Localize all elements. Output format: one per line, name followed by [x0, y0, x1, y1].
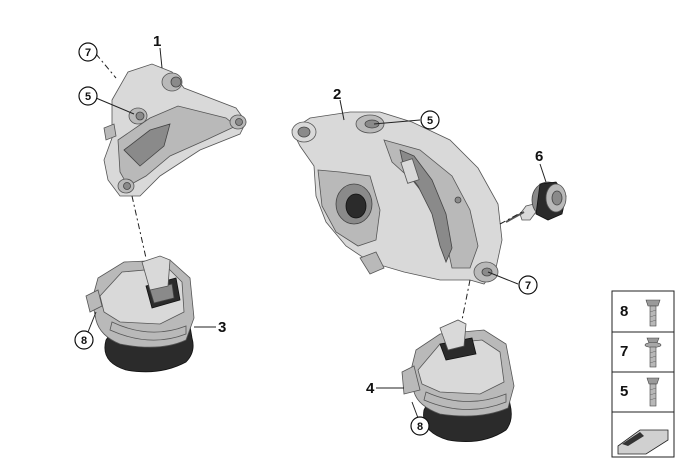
engine-mount-4[interactable] [401, 319, 515, 443]
bolt-icon [646, 377, 660, 407]
callout-7-upper-left: 7 [78, 42, 98, 62]
leader-lines [87, 47, 547, 419]
engine-support-bracket-1[interactable] [103, 63, 247, 197]
svg-text:8: 8 [81, 335, 87, 347]
legend-label-8: 8 [620, 303, 628, 320]
callout-4: 4 [366, 380, 375, 397]
legend-row-7[interactable]: 7 [620, 337, 662, 368]
svg-text:8: 8 [417, 421, 423, 433]
legend-row-8[interactable]: 8 [620, 299, 661, 327]
callout-6: 6 [535, 148, 543, 165]
callout-2: 2 [333, 86, 341, 103]
callout-5-right: 5 [420, 110, 440, 130]
flange-bolt-icon [644, 337, 662, 368]
svg-text:5: 5 [85, 91, 91, 103]
callout-1: 1 [153, 33, 161, 50]
bolt-icon [645, 299, 661, 327]
svg-text:7: 7 [525, 280, 531, 292]
svg-text:7: 7 [85, 47, 91, 59]
callout-5-upper-left: 5 [78, 86, 98, 106]
assembly-lines [95, 53, 523, 321]
callout-3: 3 [218, 319, 226, 336]
callout-8-left: 8 [74, 330, 94, 350]
legend-label-5: 5 [620, 383, 628, 400]
legend-label-7: 7 [620, 343, 628, 360]
rubber-bushing-6[interactable] [505, 181, 567, 223]
legend-row-5[interactable]: 5 [620, 377, 660, 407]
fastener-legend: 8 7 5 [611, 290, 675, 458]
engine-mount-3[interactable] [85, 255, 195, 373]
svg-text:5: 5 [427, 115, 433, 127]
engine-support-bracket-2[interactable] [291, 111, 503, 285]
arrow-icon [617, 429, 669, 455]
callout-8-right: 8 [410, 416, 430, 436]
callout-7-right: 7 [518, 275, 538, 295]
